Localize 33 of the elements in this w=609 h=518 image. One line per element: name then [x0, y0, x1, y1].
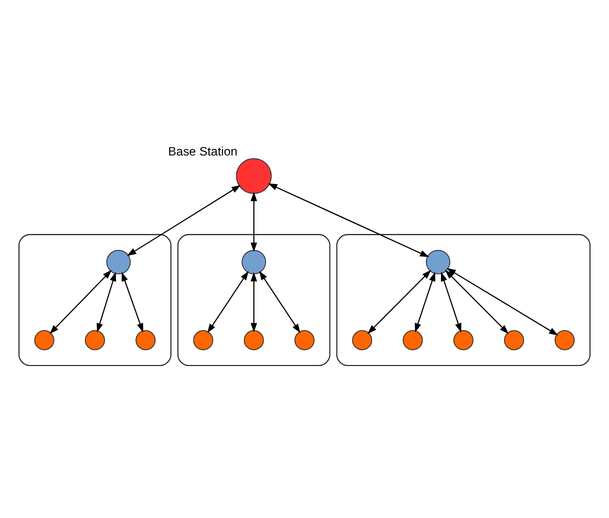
node-circle: [294, 330, 315, 350]
arrow: [414, 272, 436, 333]
arrow: [207, 270, 249, 334]
arrow: [96, 272, 116, 333]
node-circle: [453, 330, 474, 350]
arrow: [367, 270, 432, 334]
node-circle: [242, 250, 266, 274]
node-circle: [554, 330, 575, 350]
node-label: Base Station: [168, 144, 238, 158]
arrow: [126, 185, 241, 256]
node-circle: [84, 330, 105, 350]
arrow: [122, 272, 144, 333]
arrow: [250, 272, 258, 332]
node-circle: [426, 250, 450, 274]
node-circle: [236, 158, 272, 194]
arrow: [268, 183, 430, 258]
cluster: [177, 234, 330, 366]
cluster: [336, 234, 591, 366]
node-circle: [402, 330, 423, 350]
node-circle: [136, 330, 156, 350]
arrow: [446, 268, 558, 336]
arrow: [440, 272, 462, 333]
arrow: [445, 270, 509, 334]
node-circle: [106, 250, 131, 274]
node-circle: [193, 330, 214, 350]
arrow: [250, 192, 258, 252]
node-circle: [244, 330, 264, 350]
node-circle: [34, 330, 54, 350]
arrow: [259, 270, 300, 334]
arrow: [50, 270, 112, 334]
cluster: [18, 234, 172, 366]
node-circle: [352, 330, 372, 350]
node-circle: [504, 330, 524, 350]
